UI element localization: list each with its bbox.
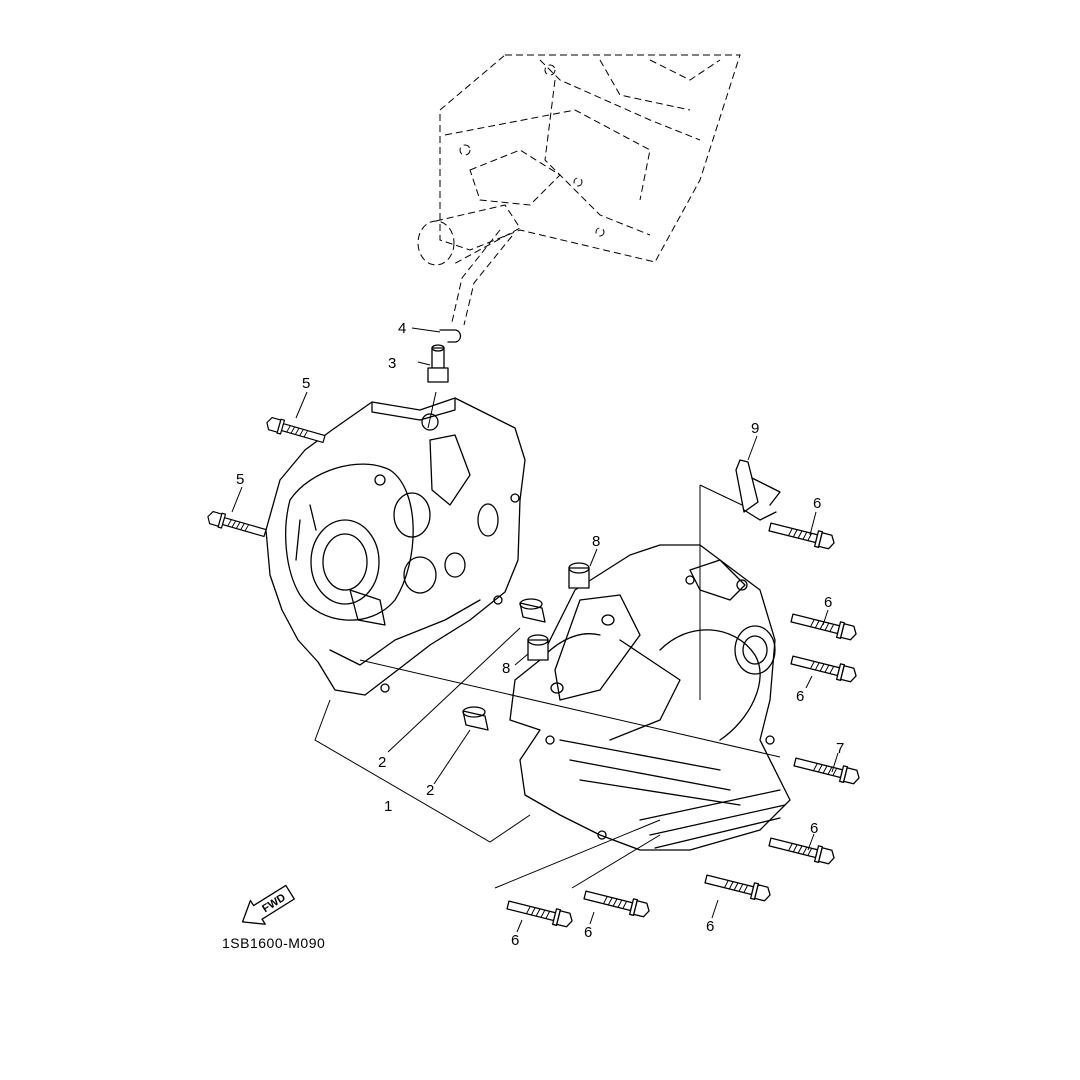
diagram-code: 1SB1600-M090 xyxy=(222,935,325,951)
right-crankcase xyxy=(509,544,791,851)
bolt-6-g xyxy=(505,896,575,930)
callout-label: 2 xyxy=(426,782,434,799)
callout-label: 6 xyxy=(813,495,821,512)
callout-label: 6 xyxy=(706,918,714,935)
callout-label: 5 xyxy=(302,375,310,392)
left-crankcase xyxy=(265,397,526,696)
bolt-6-e xyxy=(703,870,773,904)
circlip-part-4 xyxy=(439,329,462,343)
bolt-6-a xyxy=(767,518,837,552)
shift-shaft-part-3 xyxy=(427,344,449,383)
callout-label: 6 xyxy=(810,820,818,837)
bolt-6-b xyxy=(789,609,859,643)
frame-outline xyxy=(417,54,741,326)
callout-label: 1 xyxy=(384,798,392,815)
callout-label: 5 xyxy=(236,471,244,488)
dowel-pin-upper xyxy=(519,598,546,623)
dowel-pin-lower xyxy=(462,706,489,731)
leader-lines xyxy=(231,327,839,933)
bolt-6-c xyxy=(789,651,859,685)
bush-lower xyxy=(527,634,549,661)
callout-label: 7 xyxy=(836,740,844,757)
callout-label: 2 xyxy=(378,754,386,771)
callout-label: 6 xyxy=(824,594,832,611)
fwd-arrow-icon: FWD xyxy=(241,884,295,925)
bolt-6-d xyxy=(767,833,837,867)
callout-label: 9 xyxy=(751,420,759,437)
bush-upper xyxy=(568,562,590,589)
callout-label: 3 xyxy=(388,355,396,372)
callout-label: 6 xyxy=(796,688,804,705)
callout-label: 8 xyxy=(502,660,510,677)
bolt-7 xyxy=(792,753,862,787)
callout-label: 8 xyxy=(592,533,600,550)
callout-label: 6 xyxy=(584,924,592,941)
callout-label: 6 xyxy=(511,932,519,949)
callout-labels: 1 2 2 3 4 5 5 6 6 6 6 6 6 6 7 8 8 9 xyxy=(236,320,844,949)
bolt-5-lower xyxy=(205,509,268,541)
callout-label: 4 xyxy=(398,320,406,337)
bracket-part-9 xyxy=(735,459,781,521)
